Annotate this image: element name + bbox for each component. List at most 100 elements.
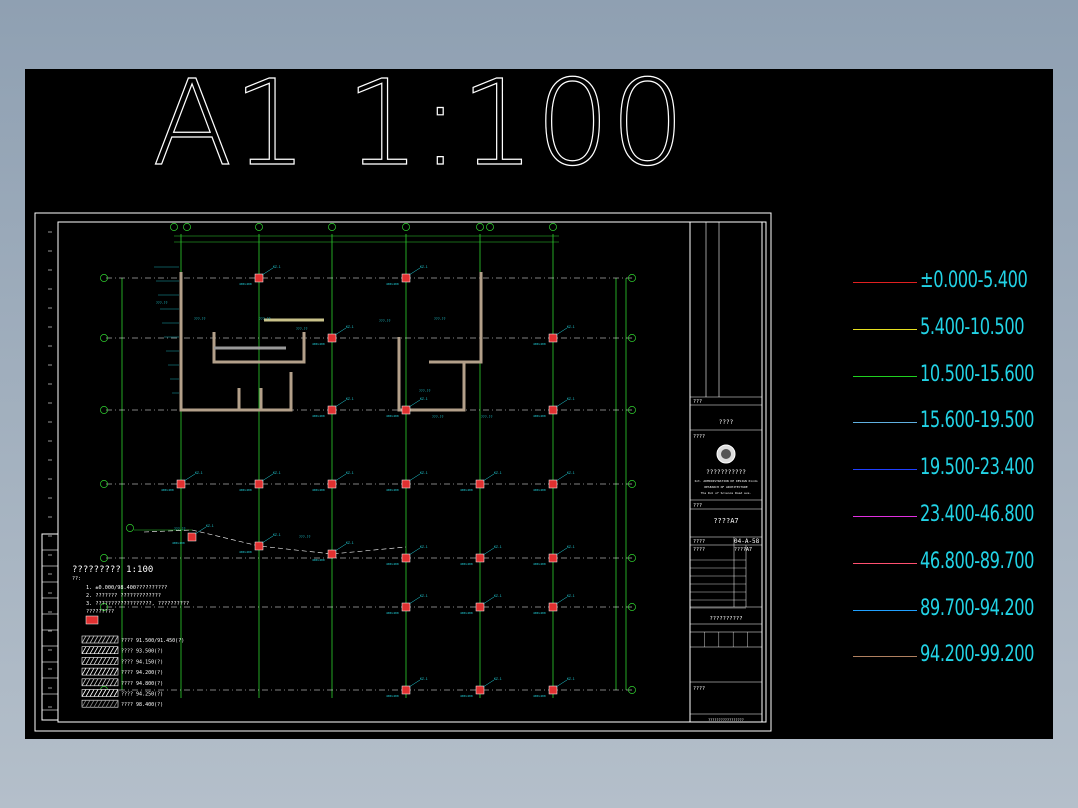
column-size: 400×400 <box>533 562 546 566</box>
column-size: 400×400 <box>533 611 546 615</box>
column-tag: KZ-1 <box>346 541 354 545</box>
grid-bubble-right <box>628 406 636 414</box>
legend-label: 46.800-89.700 <box>920 548 1035 574</box>
column-leader <box>555 327 568 336</box>
column <box>327 479 337 489</box>
column-size: 400×400 <box>312 414 325 418</box>
column-leader <box>408 679 421 688</box>
grid-bubble-left <box>100 554 108 562</box>
hatch-swatch-line <box>93 667 99 676</box>
legend-row: 94.200-99.200 <box>850 641 1050 669</box>
column-leader <box>482 473 495 482</box>
hatch-legend-label: ???? 91.500/91.450(?) <box>121 638 184 644</box>
title-block-number-label: ???? <box>693 539 705 545</box>
grid-bubble-top <box>255 223 263 231</box>
hatch-swatch-line <box>109 678 115 686</box>
hatch-swatch-line <box>105 667 111 676</box>
hatch-swatch-line <box>109 646 115 654</box>
title-block-company: ??????????? <box>706 469 746 476</box>
grid-bubble-right <box>628 274 636 282</box>
title-block-sub-label: ???? <box>693 547 705 553</box>
legend-row: 19.500-23.400 <box>850 454 1050 482</box>
title-block-company-en: RESEARCH OF ARCHITECTURE <box>704 485 748 489</box>
hatch-legend-label: ???? 94.200(?) <box>121 670 163 676</box>
column-leader <box>482 547 495 556</box>
hatch-swatch-line <box>113 689 119 697</box>
grid-bubble-left <box>100 603 108 611</box>
column-leader <box>334 327 347 336</box>
column-leader <box>555 399 568 408</box>
hatch-swatch-line <box>105 678 111 686</box>
hatch-swatch-line <box>97 678 103 686</box>
column <box>401 553 411 563</box>
column-tag: KZ-1 <box>273 265 281 269</box>
column-size: 400×400 <box>460 611 473 615</box>
column <box>548 685 558 695</box>
hatch-swatch-line <box>109 667 115 676</box>
column-tag: KZ-1 <box>273 471 281 475</box>
wall <box>237 388 263 412</box>
column-tag: KZ-1 <box>346 397 354 401</box>
hatch-swatch-line <box>109 700 115 708</box>
plan-notes: ????????? 1:100??:1. ±0.000/98.400??????… <box>72 565 189 708</box>
drawing-sheet[interactable]: ??????????????????????Int. ADMINISTRATIO… <box>34 212 772 732</box>
hatch-swatch-line <box>93 700 99 708</box>
grid-bubble-top <box>549 223 557 231</box>
column <box>327 333 337 343</box>
hatch-swatch-line <box>105 646 111 654</box>
column-leader <box>334 399 347 408</box>
hatch-swatch-line <box>105 635 111 644</box>
hatch-swatch-line <box>93 646 99 654</box>
column-leader <box>261 473 274 482</box>
column-size: 400×400 <box>460 562 473 566</box>
drawing-scale-title-text: A1 1:100 <box>152 54 685 192</box>
hatch-swatch-line <box>109 635 115 644</box>
column-tag: KZ-1 <box>206 524 214 528</box>
hatch-swatch-line <box>113 635 119 644</box>
column-tag: KZ-1 <box>494 677 502 681</box>
column-tag: KZ-1 <box>273 533 281 537</box>
title-block-bottom-label: ???? <box>693 686 705 692</box>
revision-table <box>41 533 59 721</box>
grid-bubble-diagonal <box>126 524 134 532</box>
column <box>548 405 558 415</box>
column-size: 400×400 <box>239 550 252 554</box>
hatch-legend-label: ???? 94.250(?) <box>121 692 163 698</box>
column-size: 400×400 <box>386 611 399 615</box>
grid-bubble-right <box>628 480 636 488</box>
column-leader <box>408 267 421 276</box>
annotation-text: ???-?? <box>296 327 308 331</box>
column-size: 400×400 <box>172 541 185 545</box>
legend-label: 19.500-23.400 <box>920 455 1035 481</box>
title-block-footer: ????????????????? <box>708 718 744 722</box>
cad-viewport[interactable] <box>25 69 1053 739</box>
title-block-number: 04-A-58 <box>734 538 760 545</box>
column <box>401 685 411 695</box>
column-size: 400×400 <box>460 488 473 492</box>
plan-notes-label: ??: <box>72 576 81 582</box>
legend-color-line <box>853 282 917 283</box>
hatch-swatch-line <box>105 657 111 665</box>
drawing-scale-title: A1 1:100 <box>151 53 686 192</box>
grid-bubble-top <box>402 223 410 231</box>
column-leader <box>334 543 347 552</box>
column <box>327 405 337 415</box>
column-tag: KZ-1 <box>567 325 575 329</box>
hatch-swatch-line <box>101 678 107 686</box>
column-leader <box>408 596 421 605</box>
legend-row: 23.400-46.800 <box>850 501 1050 529</box>
column <box>187 532 197 542</box>
grid-bubble-right <box>628 686 636 694</box>
hatch-swatch-line <box>81 689 87 697</box>
legend-color-line <box>853 328 917 330</box>
title-block: ??????????????????????Int. ADMINISTRATIO… <box>689 221 763 723</box>
column-tag: KZ-1 <box>567 677 575 681</box>
hatch-swatch-line <box>81 700 87 708</box>
hatch-swatch-line <box>89 635 95 644</box>
hatch-swatch-line <box>93 689 99 697</box>
column-leader <box>555 679 568 688</box>
annotation-text: ???-?? <box>156 301 168 305</box>
title-block-company-en: The Rul of Science Road ave. <box>701 491 752 495</box>
plan-note: 1. ±0.000/98.400?????????? <box>86 585 167 591</box>
hatch-swatch-line <box>101 667 107 676</box>
